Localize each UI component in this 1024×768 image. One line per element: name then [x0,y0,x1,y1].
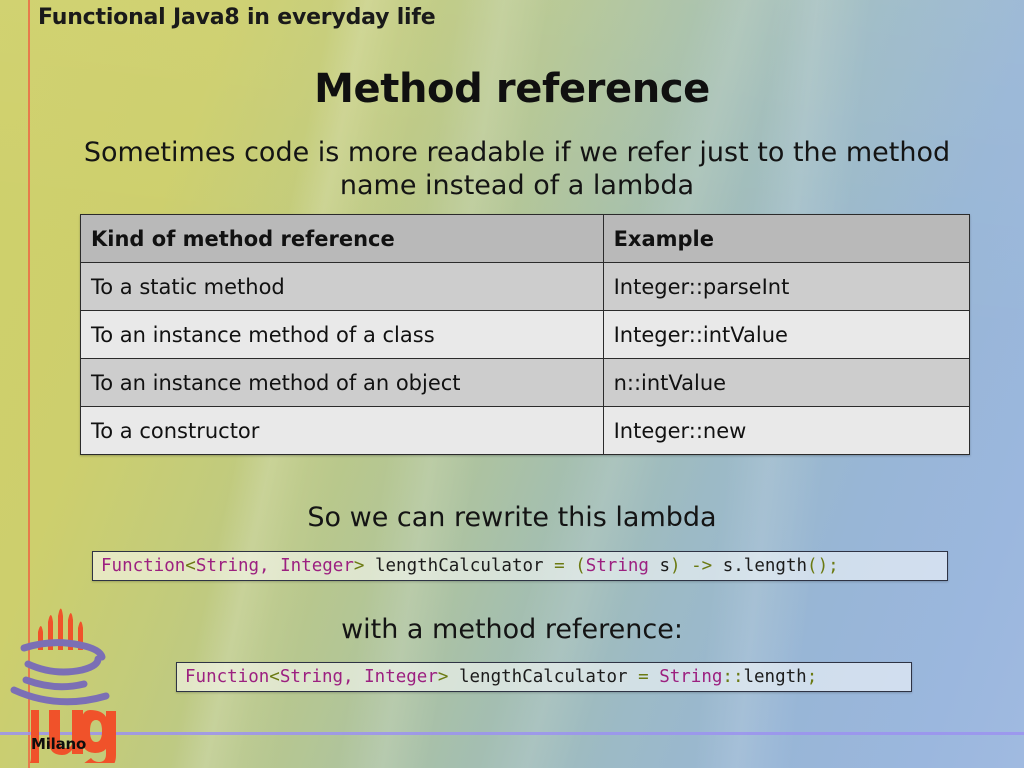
code-token-punct: (); [807,556,839,576]
code-token-type: String [659,667,723,687]
cell-example: n::intValue [602,358,971,407]
column-header-example: Example [602,214,971,263]
cell-kind: To a constructor [80,406,604,455]
column-header-kind: Kind of method reference [80,214,604,263]
table-header-row: Kind of method reference Example [80,214,971,263]
code-token-type: String, Integer [279,667,438,687]
table-body: To a static method Integer::parseInt To … [80,262,971,455]
method-reference-table: Kind of method reference Example To a st… [80,214,971,455]
table-row: To a constructor Integer::new [80,406,971,455]
cell-kind: To an instance method of an object [80,358,604,407]
code-token-ident: length [743,667,807,687]
code-token-punct: ) [670,556,681,576]
jug-logo-city-label: Milano [31,735,87,753]
horizontal-accent-rule [0,732,1024,735]
vertical-accent-rule [28,0,30,768]
table-row: To a static method Integer::parseInt [80,262,971,311]
code-token-type: String, Integer [195,556,354,576]
code-token-punct: < [269,667,280,687]
jug-wordmark [28,710,116,763]
code-token-type: String [585,556,649,576]
coffee-cup-icon [10,639,110,706]
code-token-ident [649,667,660,687]
code-token-punct: > [353,556,365,576]
code-token-punct: = [554,556,565,576]
page-title: Method reference [314,66,710,112]
code-token-type: Function [101,556,186,576]
table-row: To an instance method of a class Integer… [80,310,971,359]
caption-before-reference: with a method reference: [341,614,683,645]
cell-kind: To a static method [80,262,604,311]
code-token-ident: s.length [712,556,808,576]
code-token-ident: s [648,556,671,576]
code-token-type: Function [185,667,270,687]
code-token-ident: lengthCalculator [364,556,555,576]
code-block-lambda: Function<String, Integer> lengthCalculat… [92,551,948,581]
slide-header: Functional Java8 in everyday life [38,5,436,30]
cell-example: Integer::parseInt [602,262,971,311]
code-token-punct: ; [806,667,818,687]
code-token-punct: < [185,556,196,576]
jug-milano-logo [4,598,124,763]
code-token-ident [681,556,692,576]
lead-paragraph: Sometimes code is more readable if we re… [83,137,951,201]
code-token-ident: lengthCalculator [448,667,639,687]
cell-kind: To an instance method of a class [80,310,604,359]
cell-example: Integer::new [602,406,971,455]
table-row: To an instance method of an object n::in… [80,358,971,407]
code-token-punct: > [437,667,449,687]
caption-before-lambda: So we can rewrite this lambda [307,502,717,533]
code-token-punct: -> [691,556,713,576]
table-head: Kind of method reference Example [80,214,971,263]
code-token-punct: :: [722,667,744,687]
jug-logo-graphic [10,608,116,763]
code-block-method-reference: Function<String, Integer> lengthCalculat… [176,662,912,692]
code-token-punct: ( [575,556,586,576]
code-token-punct: = [638,667,649,687]
cell-example: Integer::intValue [602,310,971,359]
code-token-ident [565,556,576,576]
